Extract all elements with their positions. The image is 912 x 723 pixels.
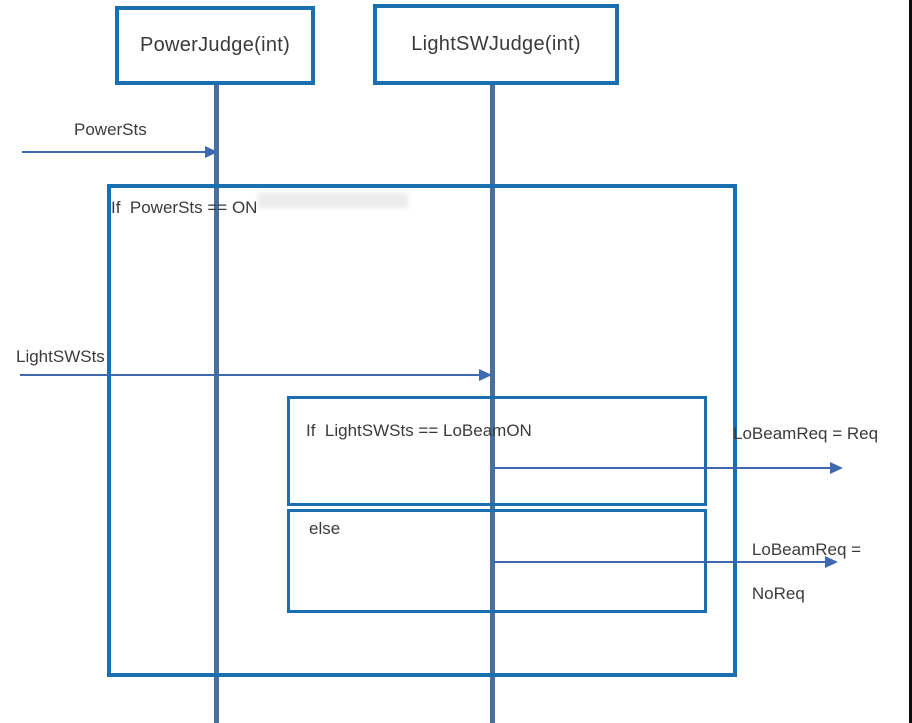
message-arrow-powersts <box>22 145 218 159</box>
alt-frame-lobeam-on <box>287 396 707 506</box>
arrow-line <box>20 374 479 376</box>
arrow-line <box>22 151 205 153</box>
guard-label-power-on: If PowerSts == ON <box>111 198 258 217</box>
message-label-lobeamreq-noreq: LoBeamReq = NoReq <box>733 517 861 627</box>
ghost-text-artifact <box>258 193 408 208</box>
actor-box-lightswjudge: LightSWJudge(int) <box>373 4 619 85</box>
message-label-lobeamreq-req: LoBeamReq = Req <box>733 424 879 443</box>
actor-label-powerjudge: PowerJudge(int) <box>139 34 291 56</box>
alt-frame-power-on <box>107 184 737 677</box>
guard-label-lobeam-on: If LightSWSts == LoBeamON <box>306 421 532 440</box>
lifeline-lightswjudge <box>490 85 495 723</box>
message-arrow-lobeamreq-req <box>493 461 843 475</box>
arrow-head-icon <box>825 556 838 568</box>
guard-label-else: else <box>309 519 341 538</box>
actor-box-powerjudge: PowerJudge(int) <box>115 6 315 85</box>
screen-edge-strip <box>909 0 912 723</box>
arrow-head-icon <box>830 462 843 474</box>
message-label-powersts: PowerSts <box>74 120 147 139</box>
arrow-head-icon <box>205 146 218 158</box>
actor-label-lightswjudge: LightSWJudge(int) <box>411 33 581 55</box>
message-arrow-lightswsts <box>20 368 492 382</box>
message-label-lightswsts: LightSWSts <box>16 347 105 366</box>
message-label-line1: LoBeamReq = <box>751 540 862 559</box>
message-arrow-lobeamreq-noreq <box>493 555 838 569</box>
arrow-line <box>493 561 825 563</box>
message-label-line2: NoReq <box>751 584 805 603</box>
arrow-head-icon <box>479 369 492 381</box>
arrow-line <box>493 467 830 469</box>
lifeline-powerjudge <box>214 85 219 723</box>
